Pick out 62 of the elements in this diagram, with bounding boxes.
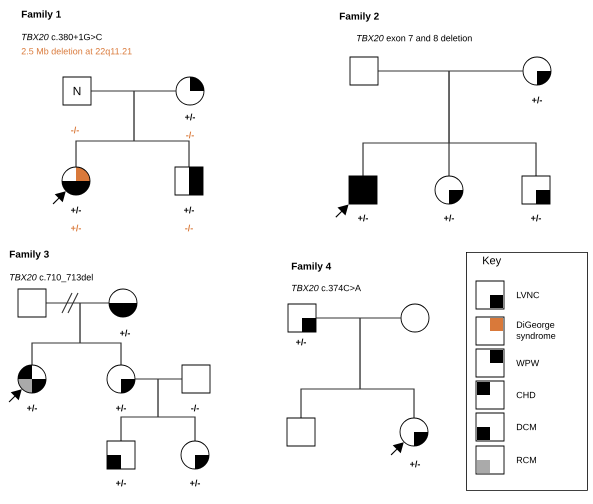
genotype-label: +/- bbox=[71, 224, 82, 232]
male-square: N bbox=[62, 76, 92, 106]
descent-line bbox=[448, 70, 537, 176]
genotype-label: +/- bbox=[27, 404, 38, 412]
genotype-label: +/- bbox=[531, 214, 542, 222]
female-circle bbox=[18, 364, 46, 394]
male-square bbox=[182, 364, 210, 394]
female-circle bbox=[522, 56, 552, 86]
male-square bbox=[288, 304, 316, 332]
descent-line bbox=[79, 302, 122, 365]
legend-label: CHD bbox=[516, 392, 536, 398]
genotype-label: -/- bbox=[191, 404, 199, 412]
proband-arrow bbox=[8, 389, 22, 402]
female-circle bbox=[106, 364, 136, 394]
variant-label: TBX20 c.374C>A bbox=[292, 284, 361, 292]
variant-label: TBX20 exon 7 and 8 deletion bbox=[357, 34, 472, 42]
female-circle bbox=[62, 166, 90, 196]
female-circle bbox=[180, 440, 210, 470]
family-heading: Family 2 bbox=[340, 12, 379, 22]
descent-line bbox=[133, 90, 190, 167]
genotype-label: +/- bbox=[410, 460, 420, 468]
male-square bbox=[350, 56, 378, 86]
variant-label: TBX20 c.380+1G>C bbox=[22, 34, 102, 40]
variant-label: 2.5 Mb deletion at 22q11.21 bbox=[22, 48, 132, 56]
male-square bbox=[286, 418, 316, 446]
genotype-label: +/- bbox=[190, 480, 200, 486]
legend-label: RCM bbox=[516, 456, 536, 464]
genotype-label: +/- bbox=[444, 214, 454, 222]
male-square bbox=[348, 176, 378, 204]
legend-label: LVNC bbox=[516, 292, 540, 298]
genotype-label: +/- bbox=[185, 114, 196, 120]
descent-line bbox=[359, 317, 415, 418]
male-square bbox=[174, 166, 204, 196]
female-circle bbox=[434, 176, 464, 204]
family-heading: Family 3 bbox=[10, 250, 49, 260]
genotype-label: +/- bbox=[184, 206, 194, 214]
legend-label: WPW bbox=[516, 360, 540, 366]
legend-label: DCM bbox=[516, 424, 536, 430]
proband-arrow bbox=[52, 191, 66, 204]
genotype-label: -/- bbox=[186, 132, 194, 138]
female-circle bbox=[108, 288, 138, 318]
descent-line bbox=[157, 378, 196, 441]
genotype-label: -/- bbox=[185, 224, 193, 232]
family-heading: Family 4 bbox=[292, 262, 332, 272]
male-square bbox=[522, 176, 550, 204]
variant-label: TBX20 c.710_713del bbox=[10, 274, 93, 282]
legend-label: DiGeorge syndrome bbox=[516, 321, 556, 341]
genotype-label: +/- bbox=[532, 96, 542, 104]
proband-arrow bbox=[390, 442, 404, 456]
genotype-label: +/- bbox=[116, 404, 126, 412]
genotype-label: +/- bbox=[296, 338, 306, 346]
genotype-label: +/- bbox=[71, 206, 82, 214]
female-circle bbox=[400, 418, 428, 446]
female-circle bbox=[400, 304, 430, 332]
genotype-label: +/- bbox=[120, 330, 130, 336]
genotype-label: +/- bbox=[116, 480, 126, 486]
female-circle bbox=[176, 76, 204, 106]
genotype-label: -/- bbox=[71, 126, 79, 134]
male-square bbox=[106, 440, 136, 470]
male-square bbox=[18, 288, 46, 318]
family-heading: Family 1 bbox=[22, 10, 61, 20]
genotype-label: +/- bbox=[358, 214, 368, 222]
